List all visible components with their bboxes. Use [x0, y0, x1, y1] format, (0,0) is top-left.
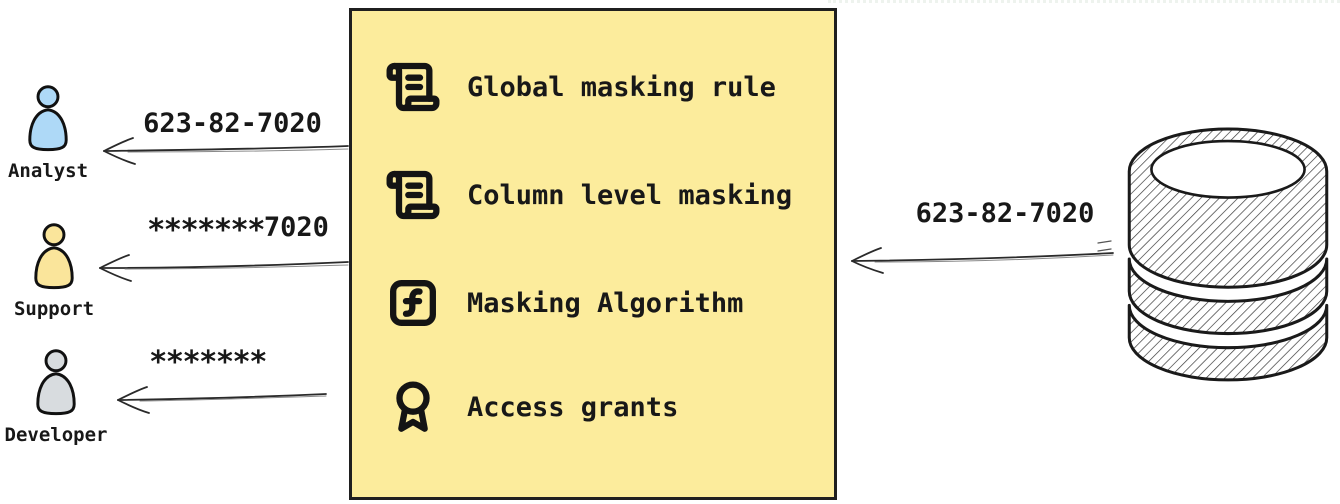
support-person-icon	[34, 223, 74, 290]
masking-rule-item: Masking Algorithm	[385, 275, 743, 331]
top-dotted-line	[828, 0, 1340, 3]
arrow-to-developer	[117, 386, 327, 414]
masking-rule-label: Access grants	[467, 391, 679, 423]
developer-person-icon	[36, 349, 76, 416]
analyst-value: 623-82-7020	[115, 108, 350, 138]
masking-rule-label: Column level masking	[467, 179, 793, 211]
recipient-label: Analyst	[7, 160, 89, 182]
database-icon	[1124, 126, 1332, 394]
masking-rule-label: Masking Algorithm	[467, 287, 744, 319]
arrow-from-database	[851, 247, 1114, 274]
masked-part: *******	[149, 344, 267, 380]
masking-rule-label: Global masking rule	[467, 71, 776, 103]
recipient-support: Support	[4, 222, 104, 320]
clear-part: 7020	[263, 212, 329, 243]
recipient-label: Developer	[4, 424, 108, 446]
arrow-to-support	[99, 254, 349, 282]
scroll-text-icon	[386, 170, 440, 220]
developer-value: *******	[105, 344, 310, 377]
clear-part: 623-82-7020	[143, 108, 322, 139]
recipient-label: Support	[13, 298, 95, 320]
sketch-tick	[1097, 240, 1112, 252]
award-icon	[396, 381, 430, 432]
analyst-person-icon	[28, 85, 68, 152]
arrow-to-analyst	[103, 137, 349, 165]
recipient-analyst: Analyst	[0, 84, 96, 182]
masking-rule-item: Access grants	[385, 379, 678, 435]
scroll-text-icon	[386, 62, 440, 112]
masking-rule-item: Column level masking	[385, 167, 792, 223]
function-square-icon	[390, 280, 436, 326]
masking-box: Global masking rule Column level masking…	[349, 8, 837, 500]
recipient-developer: Developer	[4, 348, 108, 446]
source-value: 623-82-7020	[915, 198, 1095, 229]
masked-part: *******	[147, 212, 265, 248]
support-value: *******7020	[120, 212, 356, 245]
masking-rule-item: Global masking rule	[385, 59, 776, 115]
